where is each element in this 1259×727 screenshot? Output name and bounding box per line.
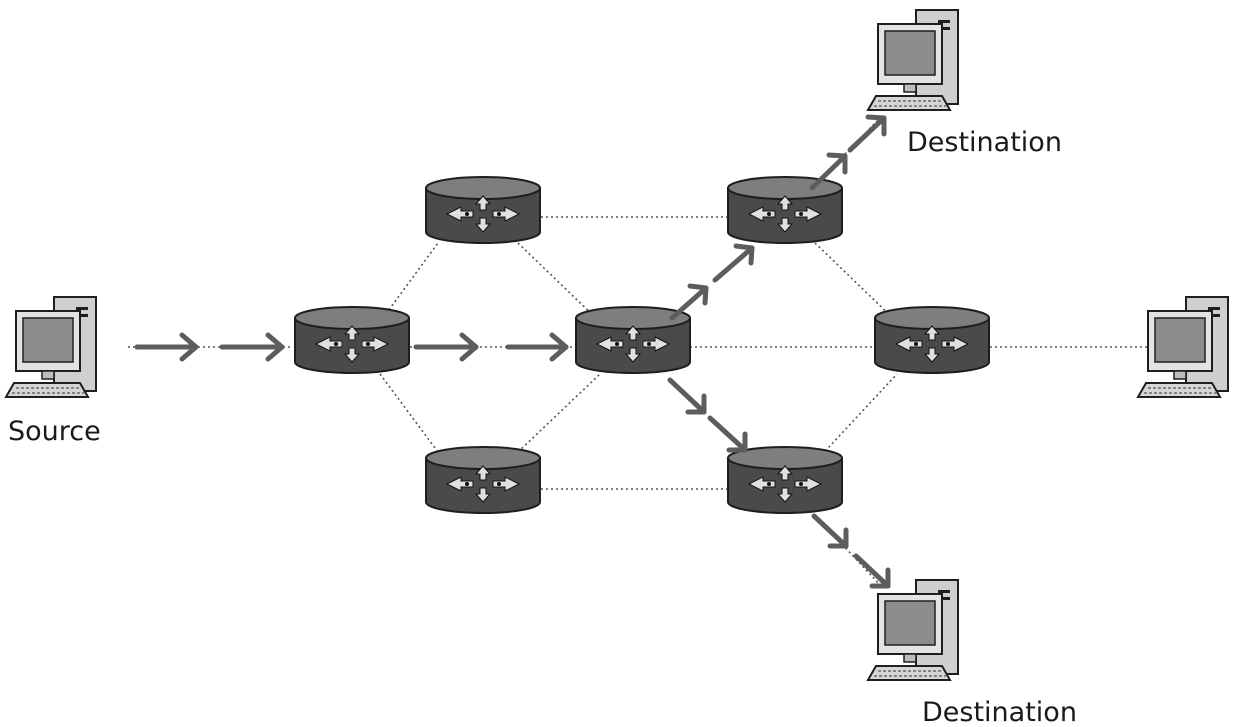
arrow <box>809 152 848 191</box>
link-r5-r6 <box>814 242 898 323</box>
arrow <box>669 283 709 321</box>
routers <box>294 176 990 514</box>
desktop-computer-icon <box>867 579 959 681</box>
arrow <box>707 415 748 453</box>
link-r1-r3 <box>379 373 439 453</box>
desktop-computer-icon <box>867 9 959 111</box>
arrow <box>811 513 849 549</box>
destination-label-top: Destination <box>907 127 1062 158</box>
router-icon <box>294 306 410 374</box>
arrow <box>853 553 891 589</box>
link-r3-r4 <box>517 373 601 453</box>
desktop-computer-icon <box>5 296 97 398</box>
destination-label-bottom: Destination <box>922 697 1077 727</box>
source-label: Source <box>8 416 101 447</box>
arrow <box>134 332 199 362</box>
router-icon <box>727 176 843 244</box>
router-icon <box>425 176 541 244</box>
router-icon <box>727 446 843 514</box>
arrow <box>413 332 479 362</box>
router-icon <box>874 306 990 374</box>
labels: Source Destination Destination <box>8 127 1077 727</box>
link-r2-r4 <box>517 242 601 323</box>
arrow <box>667 377 707 415</box>
arrow <box>712 243 755 283</box>
arrow <box>847 114 887 153</box>
link-r7-r6 <box>814 373 898 463</box>
network-links <box>128 117 1148 586</box>
arrow <box>505 332 569 362</box>
arrow <box>219 332 285 362</box>
router-icon <box>425 446 541 514</box>
desktop-computer-icon <box>1137 296 1229 398</box>
traffic-arrows <box>134 114 891 589</box>
